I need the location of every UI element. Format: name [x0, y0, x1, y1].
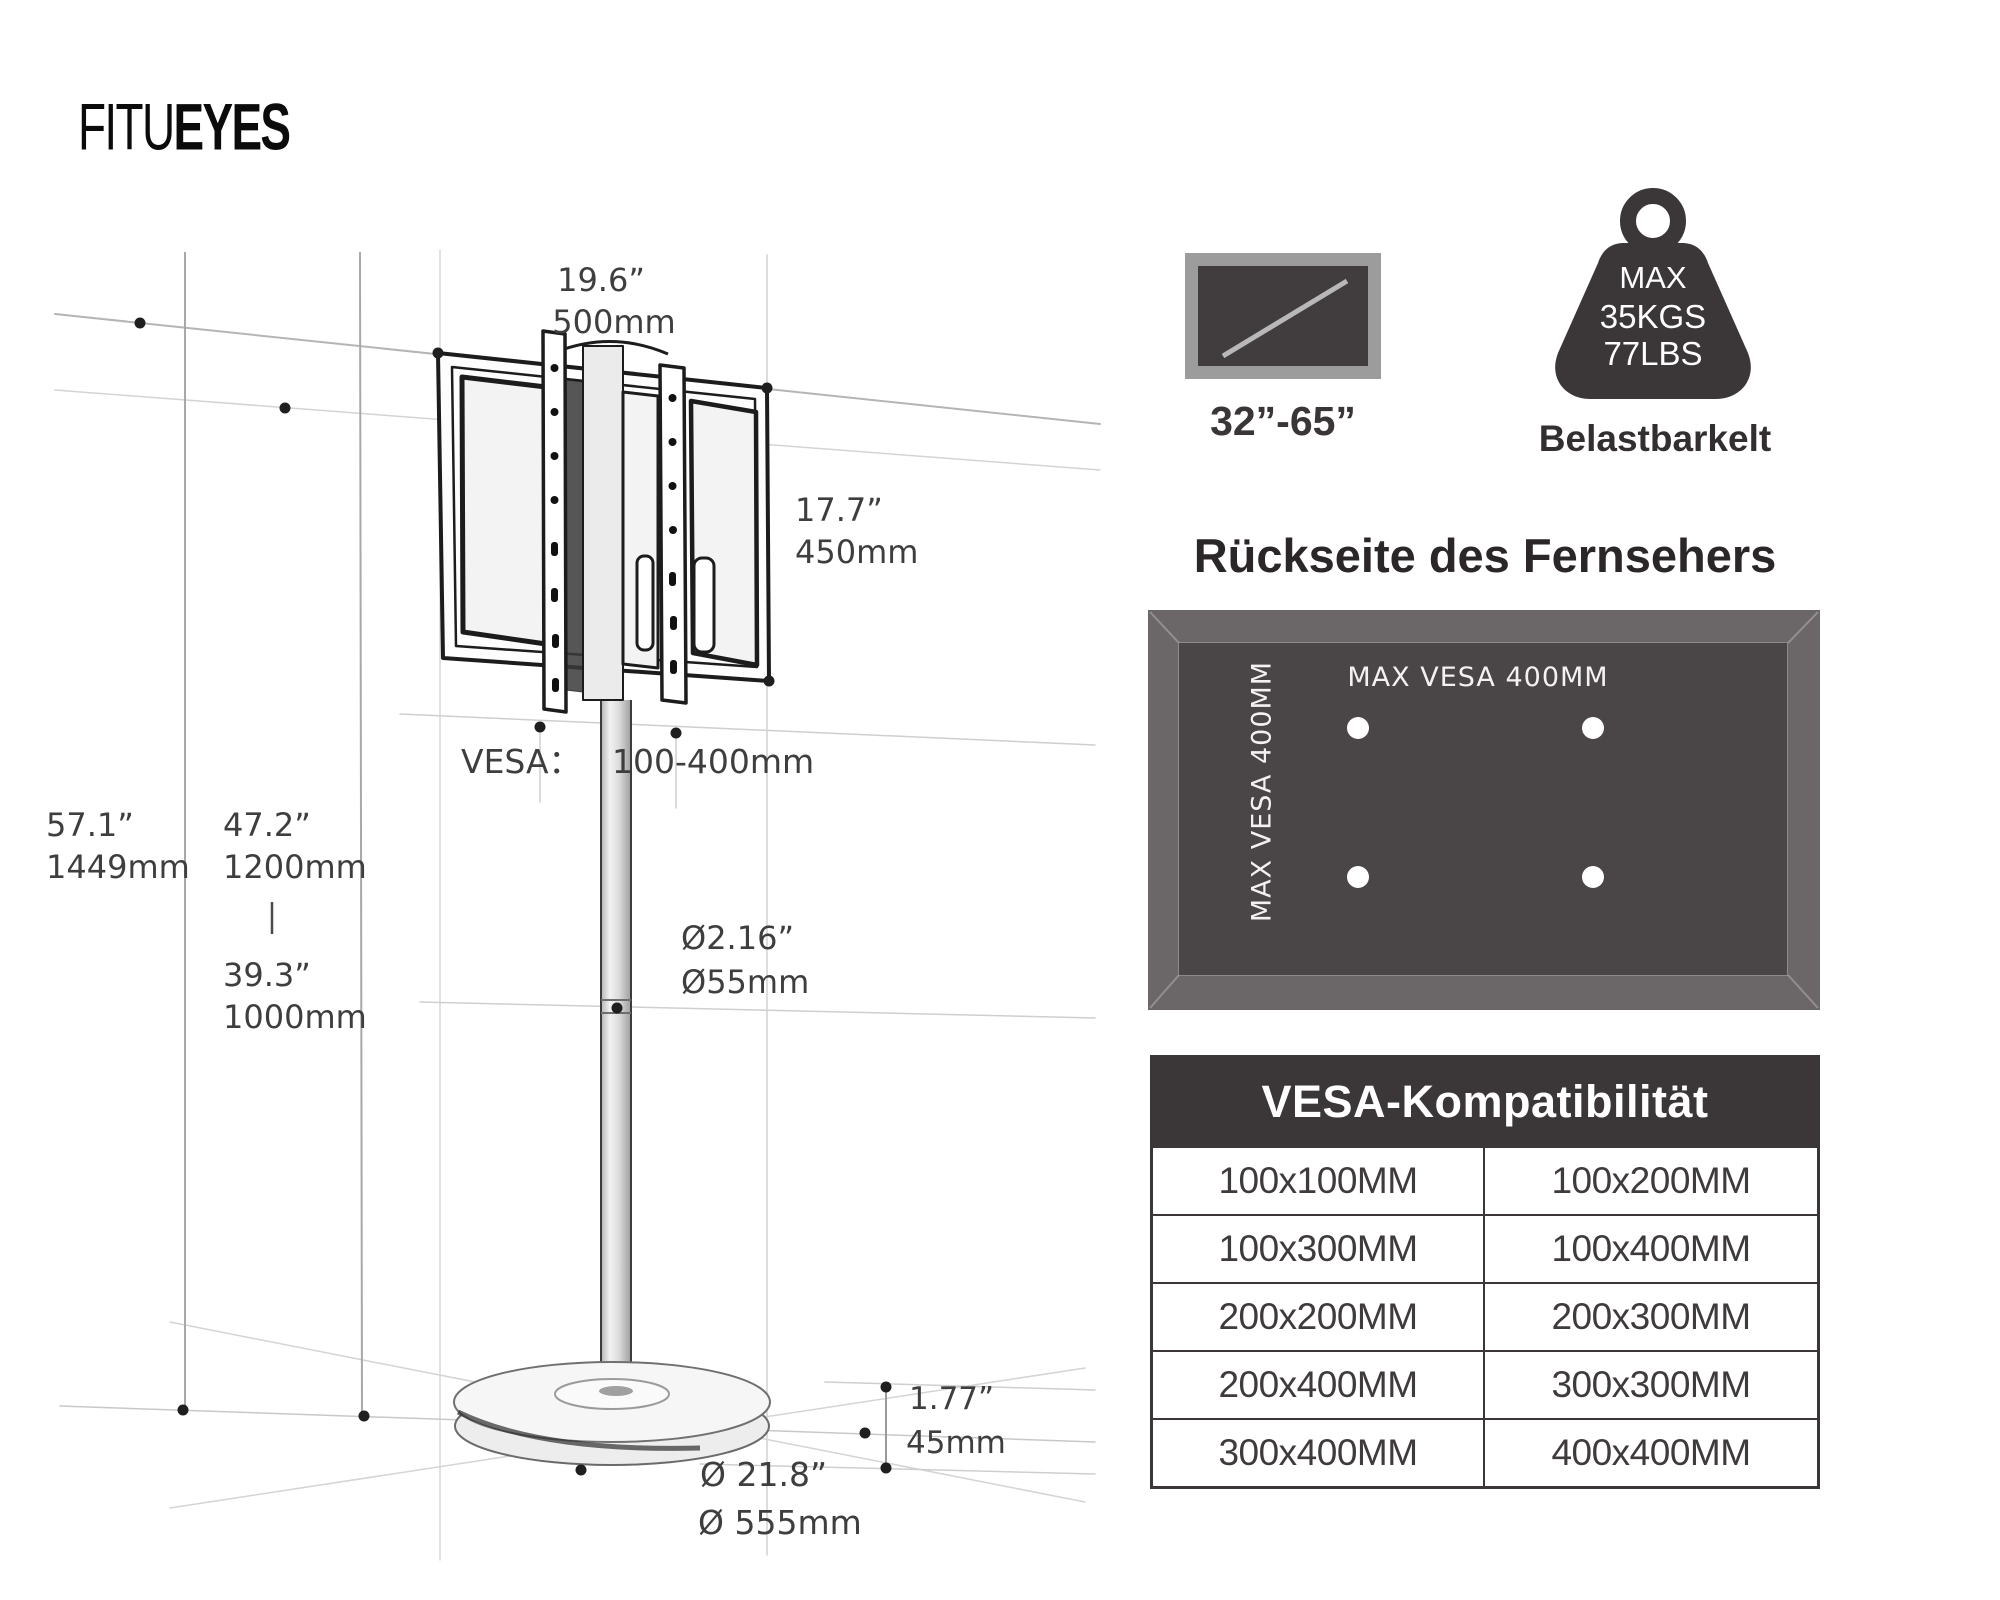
width-label-mm: 500mm	[552, 303, 675, 341]
screen-diagonal-icon	[1221, 278, 1349, 359]
screen-size-icon	[1185, 253, 1381, 379]
stand-pole-sketch	[600, 700, 632, 1394]
max-vesa-vertical-label: MAX VESA 400MM	[1246, 660, 1278, 923]
vesa-size-cell: 100x200MM	[1485, 1146, 1817, 1214]
min-height-label-mm: 1000mm	[223, 998, 367, 1036]
vesa-table-body: 100x100MM 100x200MM 100x300MM 100x400MM …	[1153, 1146, 1817, 1486]
min-height-label-inches: 39.3”	[223, 956, 311, 994]
vesa-range-value: 100-400mm	[612, 742, 814, 781]
panel-bevel-lines	[1149, 611, 1819, 1009]
vesa-size-cell: 300x300MM	[1485, 1350, 1817, 1418]
vesa-size-cell: 400x400MM	[1485, 1418, 1817, 1486]
vesa-compatibility-table: VESA-Kompatibilität 100x100MM 100x200MM …	[1150, 1055, 1820, 1489]
vesa-size-cell: 300x400MM	[1153, 1418, 1485, 1486]
vesa-size-cell: 200x300MM	[1485, 1282, 1817, 1350]
base-sketch	[453, 1361, 771, 1466]
width-label-inches: 19.6”	[557, 261, 645, 299]
vesa-size-cell: 200x200MM	[1153, 1282, 1485, 1350]
tv-bracket-sketch	[436, 329, 771, 714]
vesa-hole-dot	[1347, 717, 1369, 739]
vesa-size-cell: 100x400MM	[1485, 1214, 1817, 1282]
max-height-label-mm: 1200mm	[223, 848, 367, 886]
pole-diameter-label-mm: Ø55mm	[681, 963, 809, 1001]
total-height-label-mm: 1449mm	[46, 848, 190, 886]
screen-size-range-label: 32”-65”	[1210, 398, 1356, 444]
vesa-size-cell: 100x300MM	[1153, 1214, 1485, 1282]
vesa-rail-holes	[550, 364, 677, 692]
base-thickness-label-inches: 1.77”	[909, 1381, 994, 1417]
weight-max-label: MAX	[1619, 260, 1687, 295]
dimension-dots	[134, 317, 892, 1476]
tv-back-panel-face	[1178, 642, 1788, 976]
brand-logo-light: FITU	[78, 89, 175, 164]
back-panel-heading: Rückseite des Fernsehers	[1193, 529, 1777, 582]
height-label-mm: 450mm	[795, 533, 918, 571]
max-vesa-horizontal-label: MAX VESA 400MM	[1347, 662, 1609, 693]
base-diameter-label-mm: Ø 555mm	[698, 1503, 862, 1542]
weight-capacity-caption: Belastbarkelt	[1538, 418, 1772, 459]
total-height-label-inches: 57.1”	[46, 806, 134, 844]
base-thickness-label-mm: 45mm	[906, 1425, 1006, 1461]
vesa-table-title: VESA-Kompatibilität	[1153, 1058, 1817, 1146]
vesa-hole-dot	[1582, 866, 1604, 888]
weight-lbs-label: 77LBS	[1603, 335, 1702, 372]
vesa-range-prefix: VESA：	[461, 742, 582, 781]
brand-logo-bold: EYES	[173, 89, 291, 164]
weight-body-shape	[1555, 243, 1751, 399]
max-height-label-inches: 47.2”	[223, 806, 311, 844]
vesa-hole-dot	[1347, 866, 1369, 888]
vesa-size-cell: 200x400MM	[1153, 1350, 1485, 1418]
tv-back-panel: MAX VESA 400MM MAX VESA 400MM	[1148, 610, 1820, 1010]
weight-kg-label: 35KGS	[1600, 298, 1706, 335]
vesa-size-cell: 100x100MM	[1153, 1146, 1485, 1214]
base-diameter-label-inches: Ø 21.8”	[700, 1455, 827, 1494]
tv-stand-technical-drawing: 19.6” 500mm 17.7” 450mm 57.1” 1449mm 47.…	[46, 249, 1101, 1561]
height-label-inches: 17.7”	[795, 491, 883, 529]
weight-capacity-icon: MAX 35KGS 77LBS	[1555, 188, 1751, 399]
pole-diameter-label-inches: Ø2.16”	[681, 919, 794, 957]
brand-logo: FITUEYES	[78, 88, 291, 165]
vesa-hole-dot	[1582, 717, 1604, 739]
